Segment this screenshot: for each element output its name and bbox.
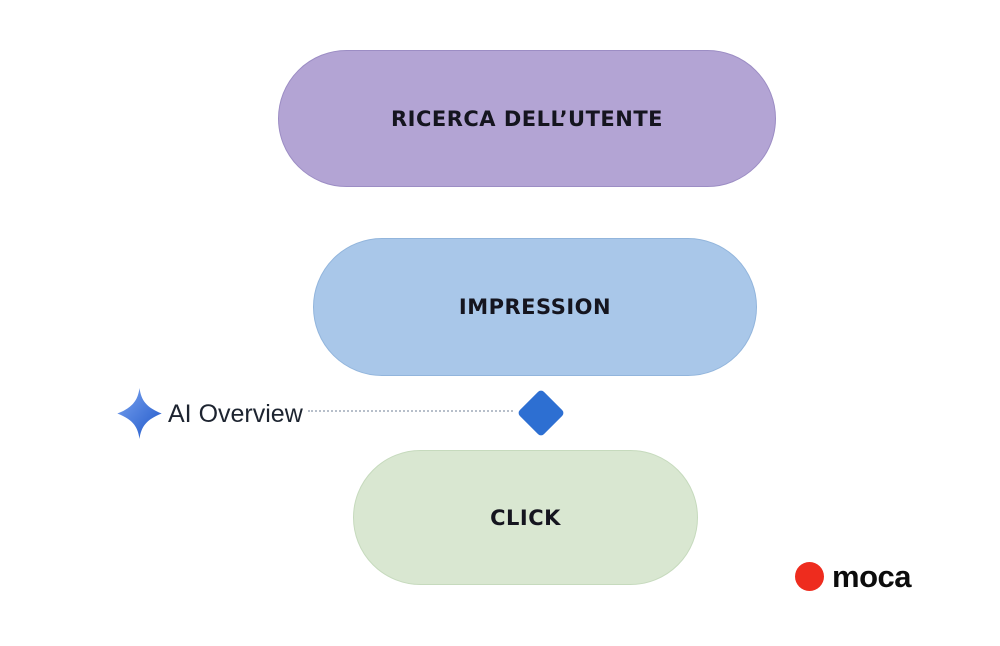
funnel-stage-impression-label: IMPRESSION — [458, 295, 612, 319]
funnel-stage-ricerca: RICERCA DELL’UTENTE — [278, 50, 776, 187]
moca-logo: moca — [795, 561, 911, 592]
ai-overview-label: AI Overview — [168, 400, 303, 428]
dotted-connector-line — [308, 410, 513, 412]
ai-sparkle-icon — [117, 388, 162, 439]
moca-logo-text: moca — [832, 559, 911, 594]
moca-logo-dot-icon — [795, 562, 824, 591]
funnel-stage-impression: IMPRESSION — [313, 238, 757, 376]
funnel-stage-ricerca-label: RICERCA DELL’UTENTE — [390, 106, 664, 131]
funnel-stage-click: CLICK — [353, 450, 698, 585]
ai-overview-diamond-marker — [516, 388, 566, 438]
funnel-stage-click-label: CLICK — [490, 505, 561, 530]
